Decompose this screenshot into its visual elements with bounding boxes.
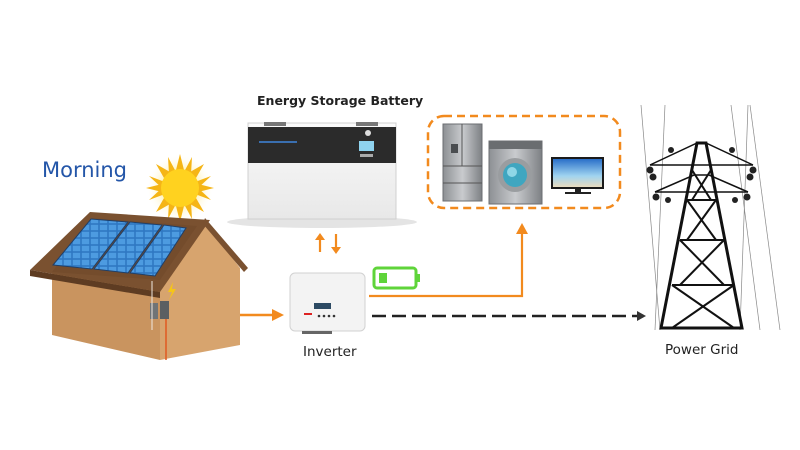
- flow-arrow-inverter-to-appliances: [369, 223, 528, 298]
- inverter: [289, 272, 366, 334]
- appliances-group: [426, 114, 622, 210]
- sun-icon: [146, 154, 214, 222]
- battery-charging-icon: [372, 266, 420, 290]
- flow-arrow-inverter-to-grid: [372, 311, 646, 321]
- washing-machine-icon: [488, 140, 543, 205]
- transmission-tower-icon: [640, 104, 781, 331]
- time-of-day-title: Morning: [42, 158, 128, 182]
- television-icon: [551, 157, 604, 194]
- flow-arrow-house-to-inverter: [240, 309, 284, 321]
- house-with-solar-panels: [30, 212, 248, 360]
- refrigerator-icon: [442, 123, 483, 202]
- battery-label: Energy Storage Battery: [257, 93, 424, 108]
- inverter-label: Inverter: [303, 344, 357, 360]
- energy-storage-battery: [227, 122, 417, 228]
- grid-label: Power Grid: [665, 342, 739, 358]
- bidirectional-arrows-icon: [315, 233, 341, 254]
